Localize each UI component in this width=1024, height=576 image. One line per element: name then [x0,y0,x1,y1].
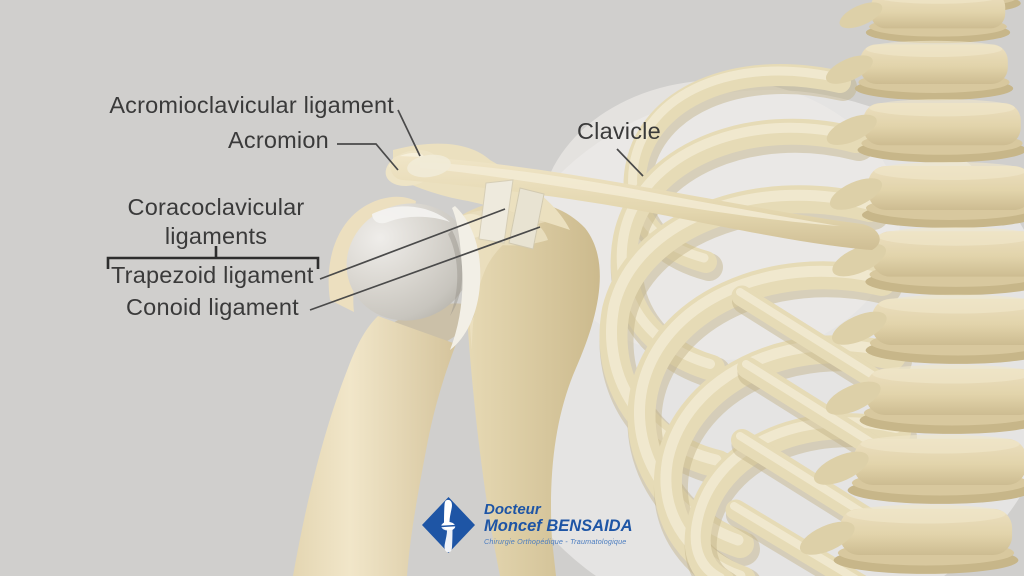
label-coracoclavicular-ligaments: Coracoclavicular ligaments [104,193,328,252]
acromioclavicular-capsule [407,154,451,178]
clavicle-bone [390,156,880,250]
logo-name: Moncef BENSAIDA [484,517,633,535]
label-clavicle: Clavicle [577,118,661,144]
doctor-logo: Docteur Moncef BENSAIDA Chirurgie Orthop… [420,496,633,556]
logo-subtitle: Chirurgie Orthopédique - Traumatologique [484,537,627,547]
label-coracoclavicular-line1: Coracoclavicular [127,194,305,220]
label-acromion: Acromion [228,127,329,153]
humerus [293,196,481,576]
coracoclavicular-bracket [106,246,320,269]
logo-title: Docteur [484,501,541,518]
label-trapezoid-ligament: Trapezoid ligament [111,262,314,288]
label-coracoclavicular-line2: ligaments [164,223,268,250]
bone-joint-icon [422,497,475,553]
leader-lines [309,109,644,311]
label-acromioclavicular-ligament: Acromioclavicular ligament [109,92,394,118]
label-conoid-ligament: Conoid ligament [126,294,299,320]
